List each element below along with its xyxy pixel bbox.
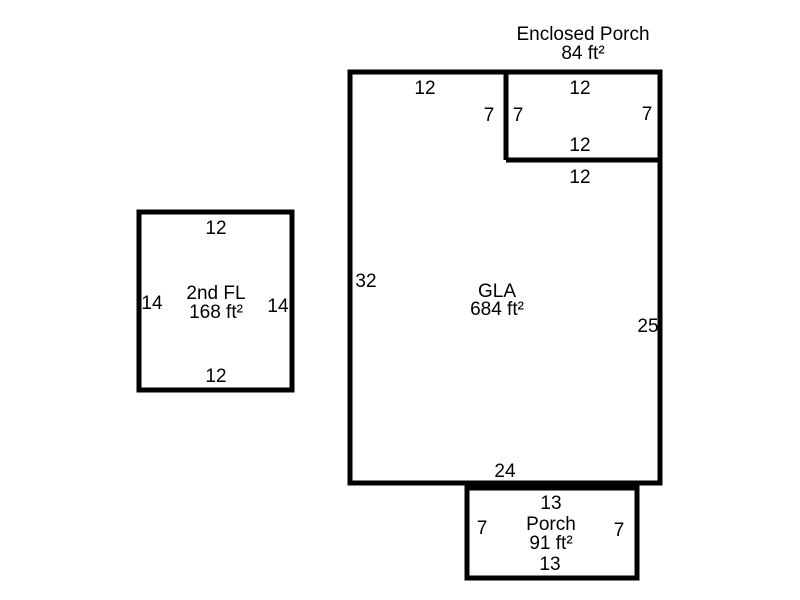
porch-dim-bottom: 13 [539, 554, 560, 575]
gla-dim-right: 25 [637, 316, 658, 337]
enclosed-porch-dim-right: 7 [642, 104, 653, 125]
second-floor-dim-bottom: 12 [205, 366, 226, 387]
enclosed-porch-area: 84 ft² [561, 43, 604, 64]
porch-area: 91 ft² [529, 533, 572, 554]
gla-area: 684 ft² [470, 299, 524, 320]
porch-dim-left: 7 [477, 518, 488, 539]
second-floor-dim-right: 14 [267, 296, 289, 317]
porch-title: Porch [526, 514, 576, 535]
second-floor-title: 2nd FL [186, 283, 245, 304]
gla-dim-left: 32 [355, 271, 376, 292]
gla-title: GLA [478, 281, 516, 302]
gla-dim-notch-side: 7 [484, 105, 495, 126]
second-floor-outline [136, 209, 295, 393]
second-floor-dim-top: 12 [205, 218, 226, 239]
second-floor-dim-left: 14 [141, 293, 163, 314]
porch-dim-top: 13 [540, 493, 561, 514]
gla-dim-notch-bottom: 12 [569, 167, 590, 188]
enclosed-porch-dim-left: 7 [513, 105, 524, 126]
second-floor-area: 168 ft² [189, 302, 243, 323]
enclosed-porch-dim-bottom: 12 [569, 135, 590, 156]
porch-dim-right: 7 [614, 520, 625, 541]
enclosed-porch-title: Enclosed Porch [516, 24, 649, 45]
porch-outline [464, 485, 640, 581]
gla-dim-bottom: 24 [494, 461, 516, 482]
gla-dim-top: 12 [414, 78, 435, 99]
enclosed-porch-dim-top: 12 [569, 78, 590, 99]
